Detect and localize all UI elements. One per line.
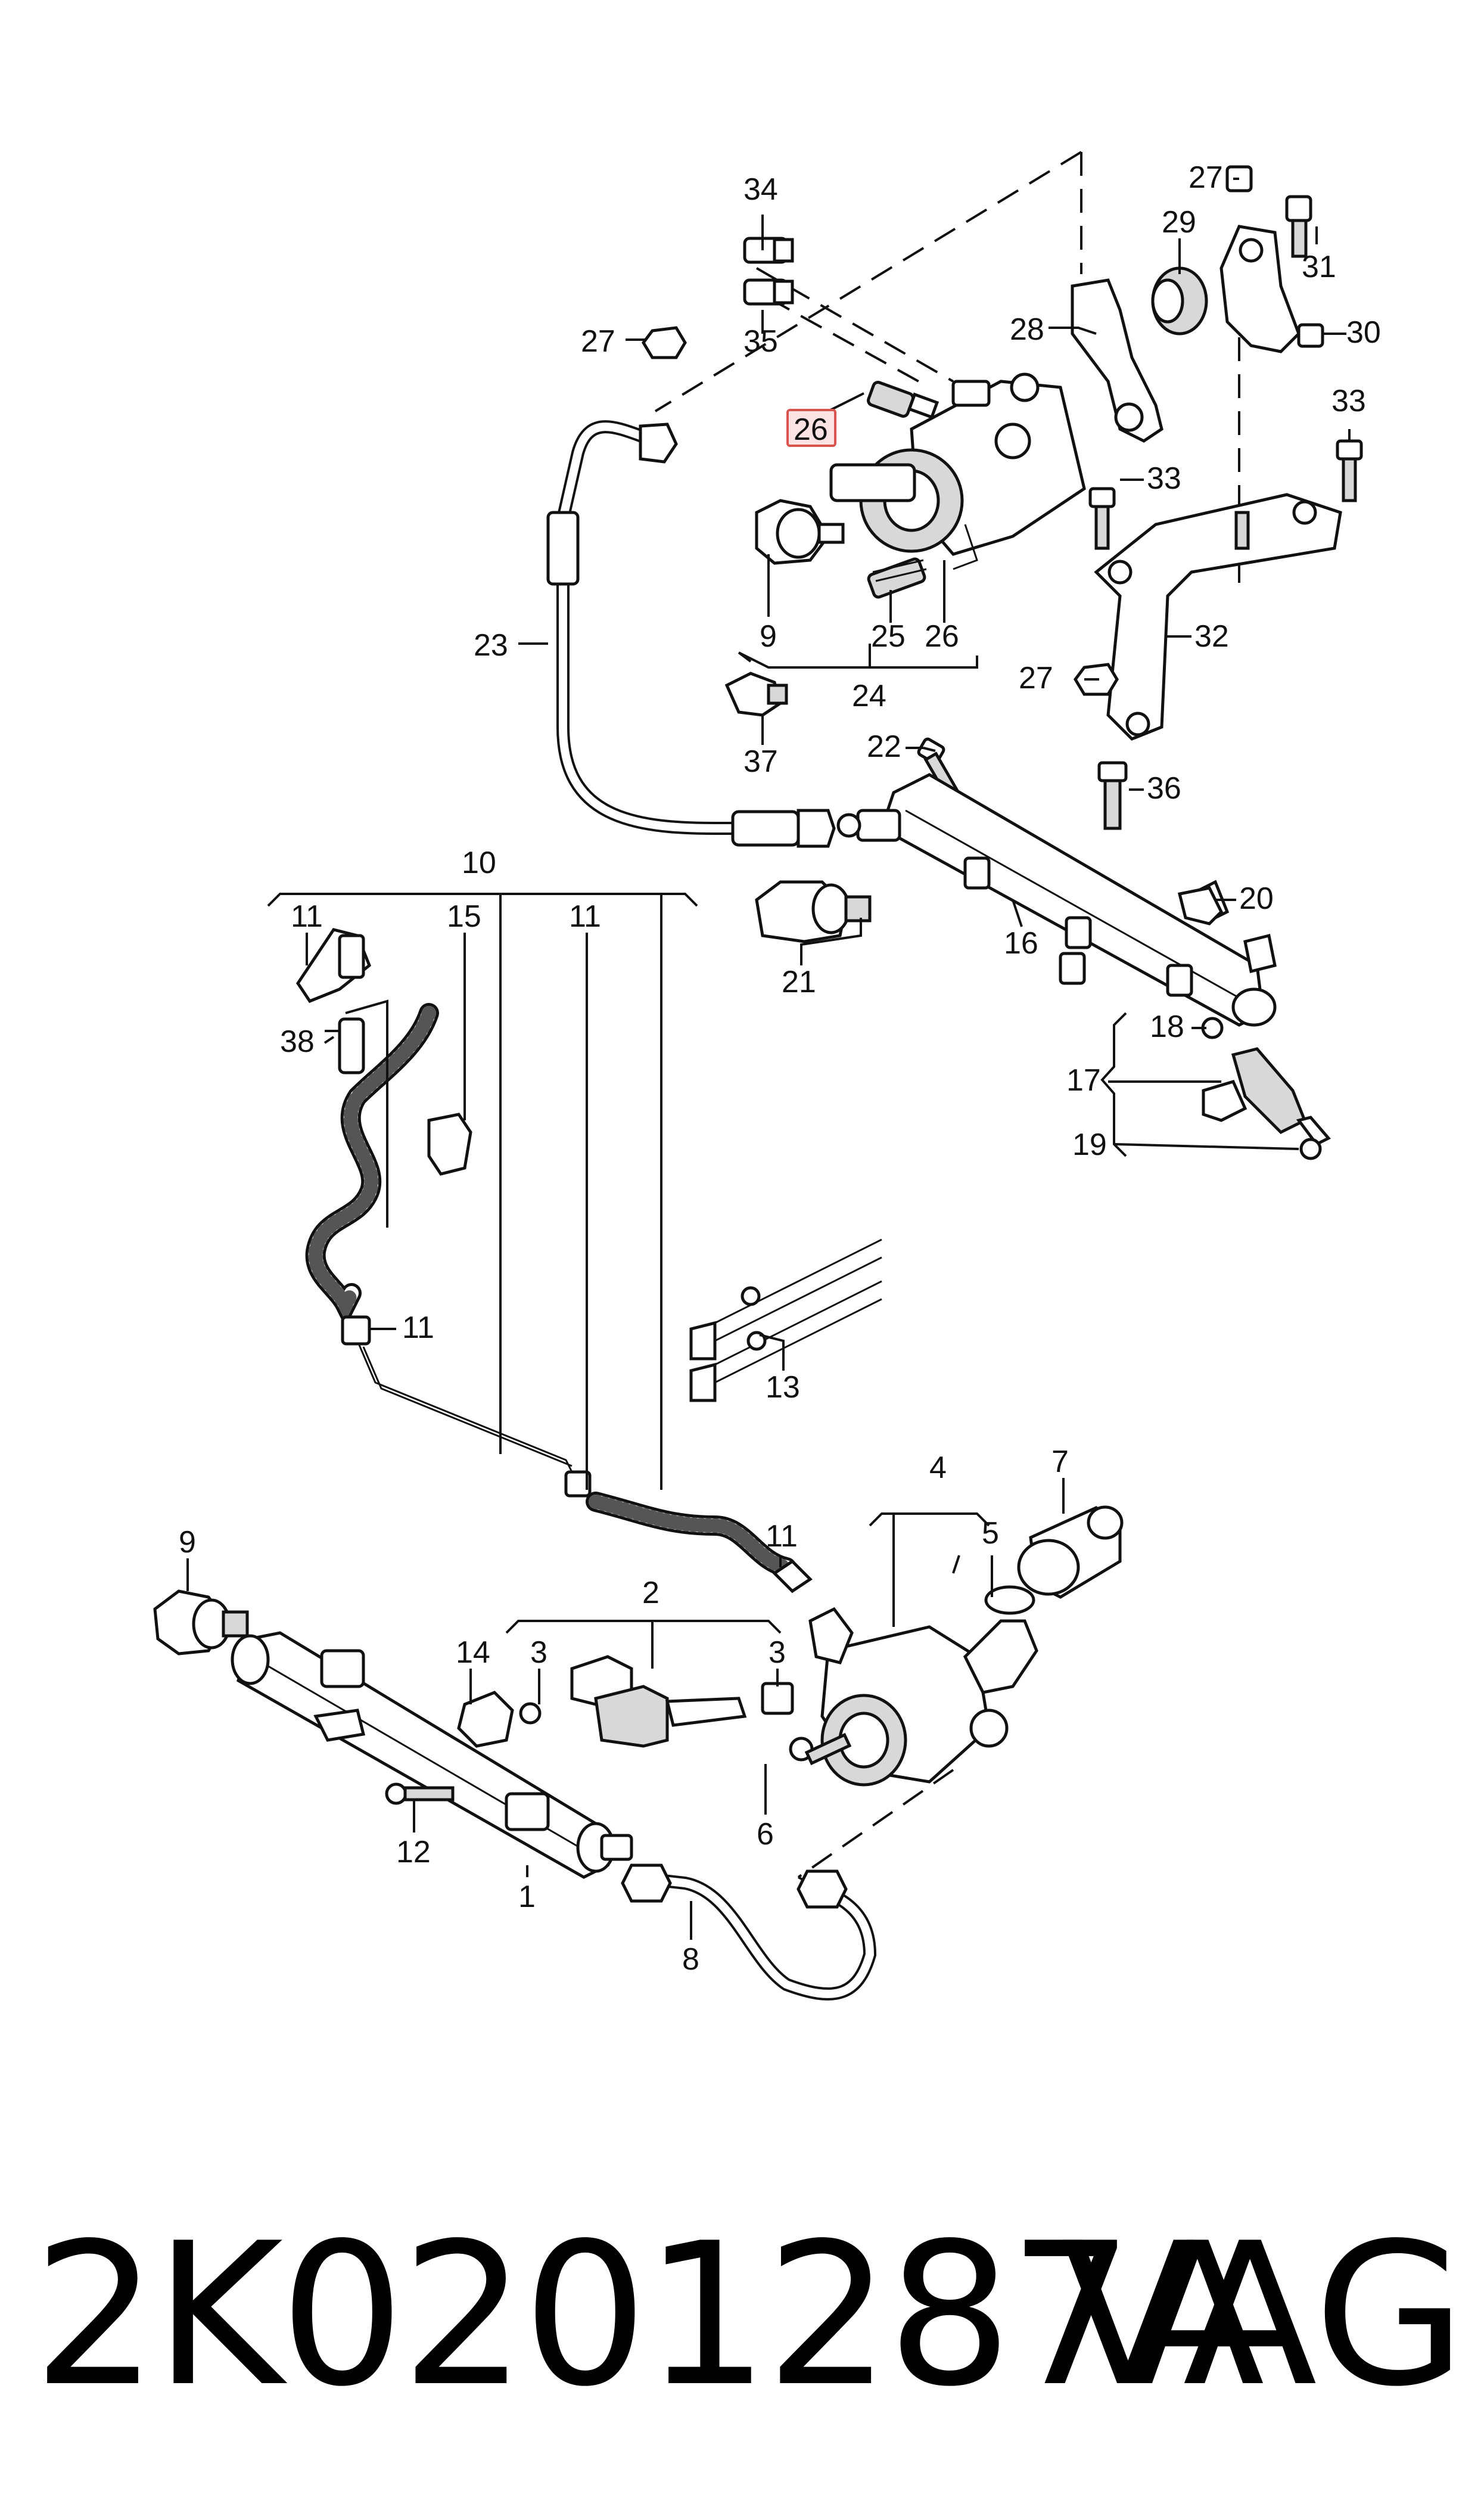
callout-26: 26 [925, 619, 959, 654]
callout-11-lower: 11 [766, 1519, 798, 1554]
callout-17: 17 [1066, 1063, 1101, 1098]
callout-33-left: 33 [1147, 461, 1181, 496]
callout-6: 6 [757, 1817, 774, 1852]
callout-19: 19 [1072, 1128, 1107, 1162]
callout-21: 21 [782, 965, 816, 999]
callout-27-upper-left: 27 [581, 324, 615, 359]
callout-12: 12 [396, 1835, 431, 1869]
callout-38: 38 [280, 1024, 315, 1059]
brand-name: VAG [1060, 2201, 1466, 2430]
callout-31: 31 [1302, 250, 1336, 284]
callout-30: 30 [1346, 315, 1381, 350]
bolt-26-upper [867, 380, 939, 420]
callout-2: 2 [642, 1576, 659, 1610]
callout-35: 35 [743, 324, 778, 359]
fuel-rail-1 [231, 1631, 633, 1879]
bolt-25 [867, 557, 927, 599]
high-pressure-line-8 [621, 1863, 877, 2001]
clip-14 [457, 1691, 514, 1748]
hose-group-10 [295, 928, 813, 1594]
sensor-37 [724, 672, 788, 717]
callout-11-top-left: 11 [291, 899, 323, 934]
callout-7: 7 [1051, 1445, 1069, 1479]
callout-32: 32 [1194, 619, 1229, 654]
callout-4: 4 [929, 1450, 947, 1485]
callout-16: 16 [1004, 926, 1038, 961]
pressure-sensor-9-upper [755, 499, 845, 565]
callout-10: 10 [462, 846, 496, 880]
part-number: 2K0201287A [33, 2201, 1265, 2430]
callout-36: 36 [1147, 771, 1181, 806]
callout-14: 14 [456, 1635, 490, 1670]
callout-11-middle: 11 [402, 1310, 434, 1345]
callout-15: 15 [447, 899, 481, 934]
callout-33-right: 33 [1331, 384, 1366, 418]
injector-17 [1201, 1017, 1331, 1160]
callout-26-highlighted: 26 [794, 412, 828, 447]
cable-ties-13 [689, 1238, 882, 1402]
callout-leaders [186, 178, 1351, 1940]
callout-8: 8 [682, 1942, 699, 1977]
bolt-12 [385, 1782, 455, 1805]
callout-20: 20 [1239, 881, 1274, 916]
clip-20 [1177, 886, 1224, 925]
callout-25: 25 [871, 619, 906, 654]
callout-labels: 26 34 35 27 9 25 26 24 37 23 27 29 31 30… [179, 160, 1381, 1977]
callout-27-top-right: 27 [1189, 160, 1223, 195]
callout-3-left: 3 [530, 1635, 547, 1670]
callout-9-upper: 9 [760, 619, 777, 654]
callout-29: 29 [1162, 205, 1196, 240]
high-pressure-pump-4 [789, 1585, 1038, 1787]
callout-22: 22 [867, 729, 901, 764]
callout-28: 28 [1010, 312, 1044, 347]
injector-2 [519, 1655, 794, 1748]
callout-24: 24 [852, 679, 886, 713]
upper-bracket [1071, 165, 1324, 443]
callout-5: 5 [982, 1516, 999, 1551]
roller-tappet-7 [1017, 1505, 1124, 1599]
callout-11-top-right: 11 [569, 899, 601, 934]
exploded-parts-diagram: 26 34 35 27 9 25 26 24 37 23 27 29 31 30… [153, 151, 1381, 2001]
callout-13: 13 [766, 1370, 800, 1405]
pressure-sensor-21 [755, 880, 872, 943]
callout-9-lower: 9 [179, 1525, 196, 1560]
highlight-box-26 [786, 409, 836, 447]
callout-3-right: 3 [769, 1635, 786, 1670]
pipe-ends-34-35 [743, 237, 794, 306]
callout-37: 37 [743, 744, 778, 779]
bracket-32 [1094, 493, 1342, 741]
callout-27-mid: 27 [1019, 661, 1053, 695]
pressure-regulator-valve [829, 372, 1086, 570]
pressure-sensor-9-lower [153, 1589, 249, 1655]
callout-1: 1 [518, 1880, 536, 1914]
high-pressure-line-23 [546, 420, 836, 848]
callout-18: 18 [1150, 1010, 1184, 1044]
callout-23: 23 [474, 628, 508, 663]
callout-34: 34 [743, 172, 778, 207]
fuel-rail-16 [836, 773, 1277, 1027]
